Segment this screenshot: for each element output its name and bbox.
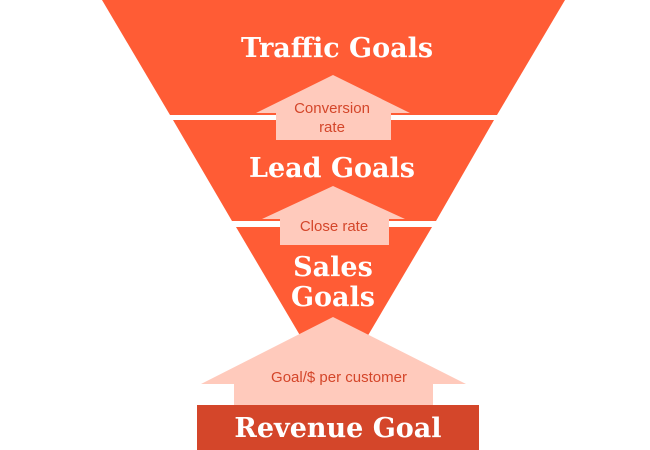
arrow-goal-per-customer: [201, 317, 466, 406]
arrow-label-rate: rate: [319, 119, 345, 136]
arrow-conversion-rate: [256, 75, 410, 140]
funnel-stage-lead: [173, 120, 494, 221]
revenue-goal-label: Revenue Goal: [234, 413, 441, 444]
stage-traffic-label: Traffic Goals: [241, 33, 433, 64]
funnel-stage-sales: [236, 227, 432, 393]
arrow-label-conversion: Conversion: [294, 100, 370, 117]
stage-sales-label-line2: Goals: [291, 282, 375, 313]
arrow-label-goal-per-customer: Goal/$ per customer: [271, 369, 407, 386]
stage-sales-label-line1: Sales: [293, 252, 373, 283]
revenue-goal-box: [197, 405, 479, 450]
stage-lead-label: Lead Goals: [249, 153, 415, 184]
arrow-close-rate: [262, 186, 405, 245]
funnel-stage-traffic: [102, 0, 565, 115]
arrow-label-close-rate: Close rate: [300, 218, 368, 235]
